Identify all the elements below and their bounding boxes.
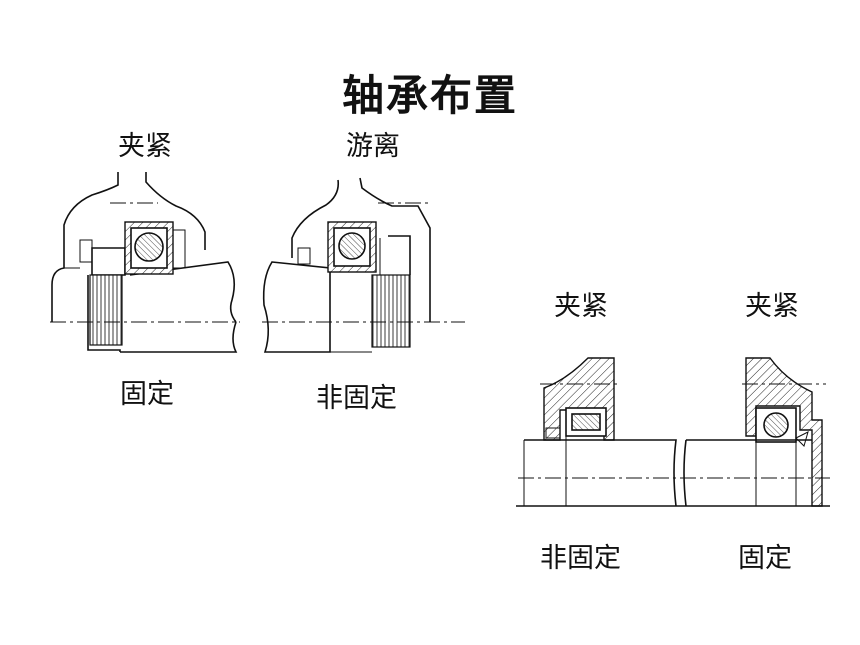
label-floating: 游离	[346, 131, 400, 162]
label-clamped-right-b: 夹紧	[745, 291, 799, 322]
slide-title: 轴承布置	[341, 71, 518, 120]
label-nonfixed-right: 非固定	[540, 543, 621, 574]
diagram-fixed-bearing-clamped	[50, 172, 240, 353]
label-fixed-left: 固定	[120, 379, 174, 410]
label-fixed-right: 固定	[738, 543, 792, 574]
label-clamped-right-a: 夹紧	[554, 291, 608, 322]
label-clamped-left: 夹紧	[118, 131, 172, 162]
diagram-floating-bearing	[262, 177, 465, 353]
diagram-two-bearing-shaft	[516, 357, 830, 507]
label-nonfixed-left: 非固定	[316, 383, 397, 414]
